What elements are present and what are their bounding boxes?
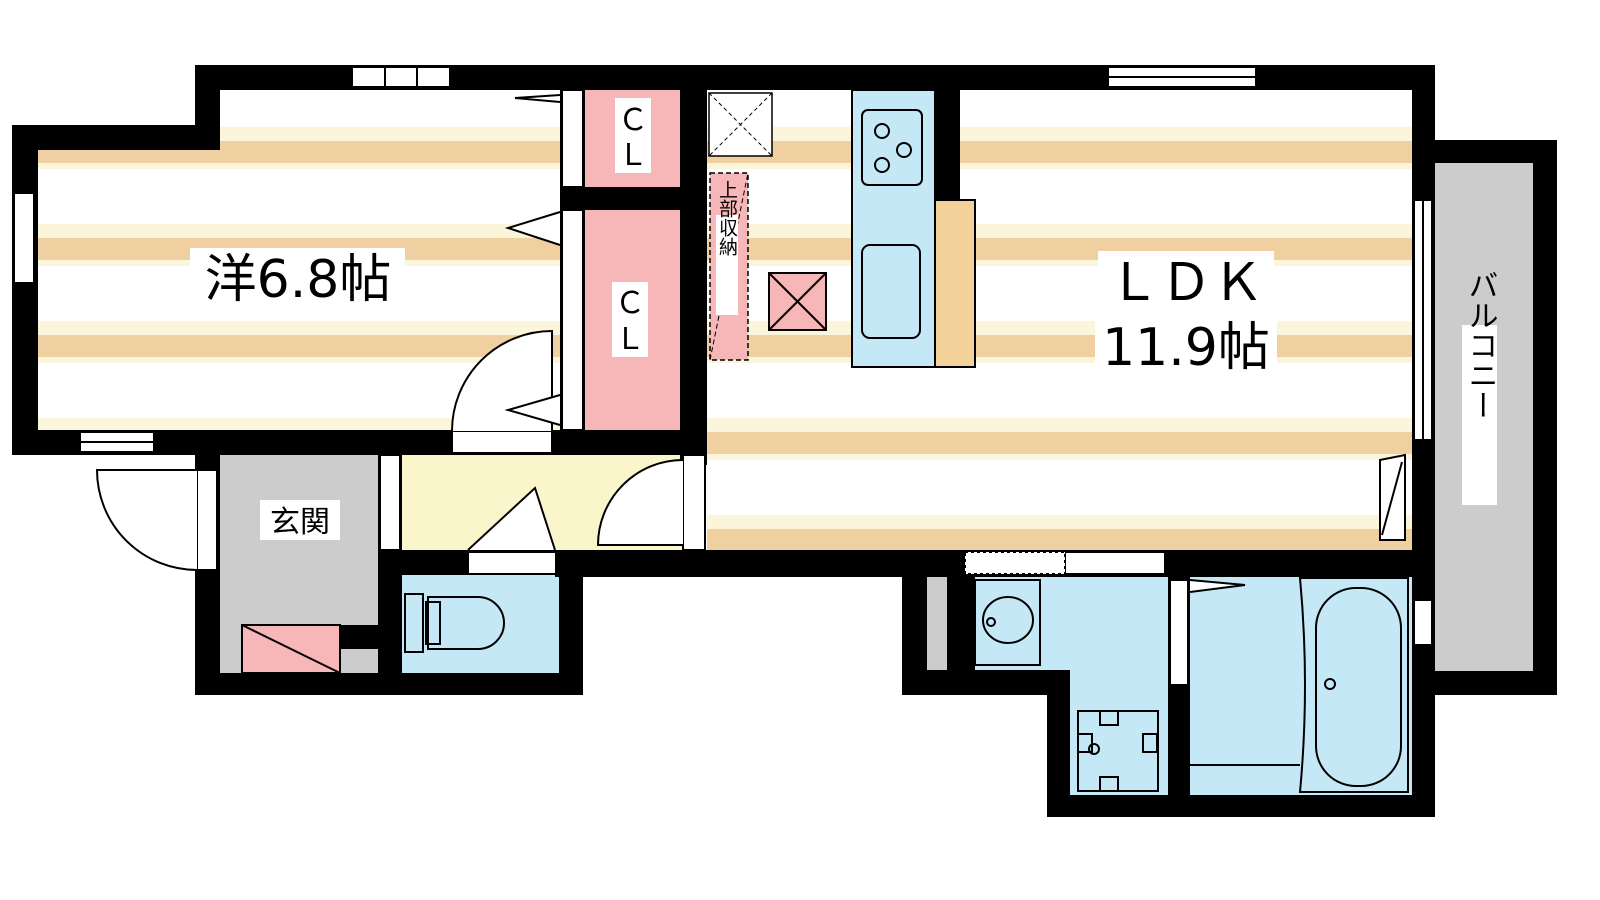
basin-drain (986, 617, 996, 627)
kitchen-sink (861, 244, 921, 339)
burner-icon (874, 123, 890, 139)
wall (947, 577, 975, 670)
balcony-wall (1533, 140, 1557, 695)
wall (12, 125, 220, 150)
utility-space (927, 577, 947, 670)
bathroom-floor (1190, 577, 1412, 795)
bar-counter (934, 199, 976, 368)
stove (861, 109, 923, 186)
window (13, 192, 35, 284)
door-leaf (451, 430, 553, 454)
closet-label-c: Ｃ (618, 103, 648, 138)
window (964, 551, 1066, 575)
balcony-wall (1412, 671, 1557, 695)
closet-label-c: Ｃ (615, 286, 645, 321)
toilet-door-swing (467, 486, 556, 551)
front-door (196, 469, 218, 571)
washroom-frame (379, 454, 401, 551)
front-door-swing (95, 469, 198, 571)
wall (935, 65, 960, 200)
ldk-door-swing (596, 459, 684, 546)
closet-fold (514, 94, 561, 103)
window-layer (13, 66, 1433, 646)
closet-fold (504, 394, 561, 426)
wall (902, 670, 1070, 695)
window (351, 66, 451, 88)
wall (340, 625, 378, 649)
toilet-seat-hinge (425, 601, 441, 645)
washroom-floor-lower (1070, 670, 1170, 795)
toilet-tank (404, 593, 424, 653)
closet-label-l: Ｌ (618, 138, 648, 173)
closet-door (561, 89, 584, 188)
door-layer (95, 89, 1406, 686)
burner-icon (874, 157, 890, 173)
balcony-wall (1412, 140, 1557, 163)
wall (12, 125, 38, 455)
closet-door (561, 209, 584, 431)
entrance-label: 玄関 (270, 505, 330, 540)
ldk-size-label: 11.9帖 (1102, 318, 1270, 378)
wall (1047, 795, 1435, 817)
wall (195, 673, 583, 695)
window (1064, 551, 1166, 575)
bath-door-fold (1189, 579, 1246, 593)
basin-bowl (982, 596, 1034, 644)
tub-basin (1315, 587, 1402, 787)
washroom-floor (975, 577, 1170, 670)
toilet-bowl (427, 596, 505, 650)
closet-fold (504, 211, 561, 246)
burner-icon (896, 142, 912, 158)
shoe-box-diagonal (241, 624, 341, 674)
wall (559, 550, 583, 695)
ldk-door (682, 454, 706, 551)
closet-label-l: Ｌ (615, 322, 645, 357)
label-layer: 洋6.8帖 ＬＤＫ 11.9帖 玄関 バルコニー Ｃ Ｌ Ｃ Ｌ 上部収納 (190, 98, 1498, 540)
wall (680, 65, 707, 465)
bathtub (1298, 577, 1409, 793)
upper-storage-label: 上部収納 (716, 180, 738, 256)
bath-door (1169, 579, 1189, 686)
western-room-label: 洋6.8帖 (205, 250, 392, 310)
toilet-door (467, 551, 557, 575)
tub-drain (1324, 678, 1336, 690)
wall (1047, 670, 1070, 817)
ldk-label: ＬＤＫ (1108, 253, 1264, 313)
window (1413, 599, 1433, 646)
wall (560, 187, 705, 210)
wash-basin (974, 579, 1041, 666)
balcony-label: バルコニー (1463, 270, 1498, 420)
